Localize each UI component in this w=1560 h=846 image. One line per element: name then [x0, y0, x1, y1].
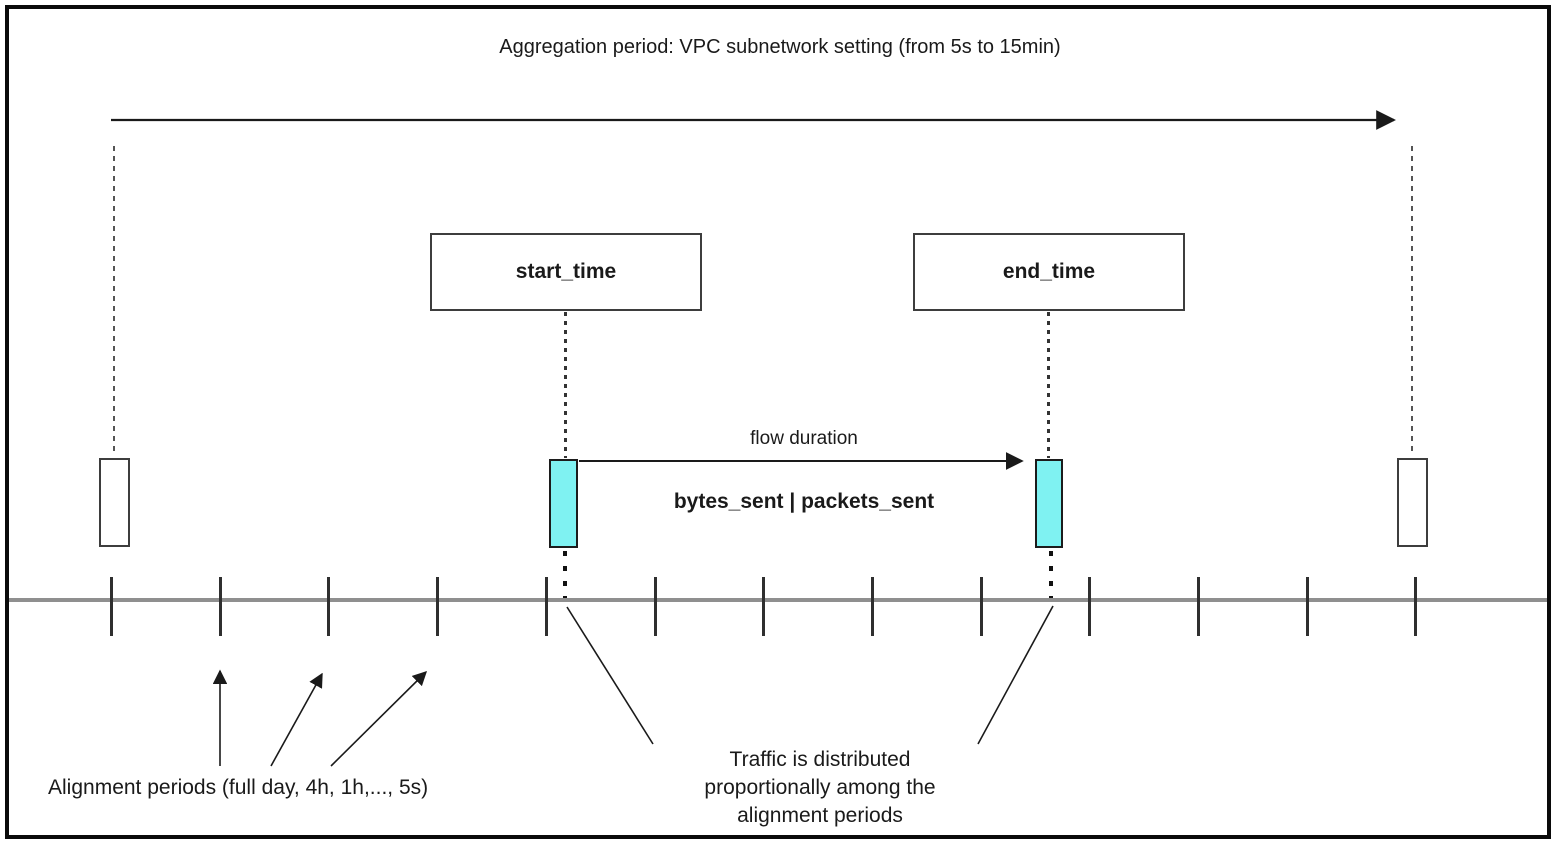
start-slot-dots	[563, 551, 567, 599]
start-time-box: start_time	[430, 233, 702, 311]
timeline-tick	[436, 577, 439, 636]
timeline-tick	[1088, 577, 1091, 636]
outer-frame	[5, 5, 1551, 839]
timeline-tick	[545, 577, 548, 636]
end-highlight-slot	[1035, 459, 1063, 548]
end-slot-dots	[1049, 551, 1053, 599]
timeline-tick	[762, 577, 765, 636]
traffic-note-line-1: Traffic is distributed	[729, 748, 911, 771]
timeline-tick	[654, 577, 657, 636]
empty-slot-right	[1397, 458, 1428, 547]
traffic-note-line-3: alignment periods	[737, 804, 903, 827]
timeline-tick	[327, 577, 330, 636]
traffic-distribution-note: Traffic is distributed proportionally am…	[688, 746, 952, 830]
timeline-tick	[980, 577, 983, 636]
end-time-label: end_time	[1002, 260, 1096, 283]
alignment-arrow-3	[330, 670, 428, 767]
timeline-tick	[1414, 577, 1417, 636]
traffic-note-line-2: proportionally among the	[704, 776, 936, 799]
timeline-tick	[871, 577, 874, 636]
alignment-periods-label: Alignment periods (full day, 4h, 1h,...,…	[48, 776, 429, 799]
start-time-label: start_time	[515, 260, 617, 283]
end-time-connector	[1047, 312, 1050, 458]
empty-slot-left	[99, 458, 130, 547]
timeline-axis	[9, 598, 1547, 602]
period-start-dashed-line	[113, 146, 115, 454]
diagram-title: Aggregation period: VPC subnetwork setti…	[499, 36, 1061, 58]
flow-metrics-label: bytes_sent | packets_sent	[673, 490, 935, 513]
traffic-callout-line-right	[977, 605, 1054, 745]
timeline-tick	[110, 577, 113, 636]
alignment-arrow-2	[270, 672, 323, 767]
start-time-connector	[564, 312, 567, 458]
flow-duration-label: flow duration	[750, 428, 858, 449]
traffic-callout-line-left	[566, 606, 654, 745]
start-highlight-slot	[549, 459, 578, 548]
timeline-tick	[1306, 577, 1309, 636]
timeline-tick	[219, 577, 222, 636]
period-end-dashed-line	[1411, 146, 1413, 454]
end-time-box: end_time	[913, 233, 1185, 311]
timeline-tick	[1197, 577, 1200, 636]
